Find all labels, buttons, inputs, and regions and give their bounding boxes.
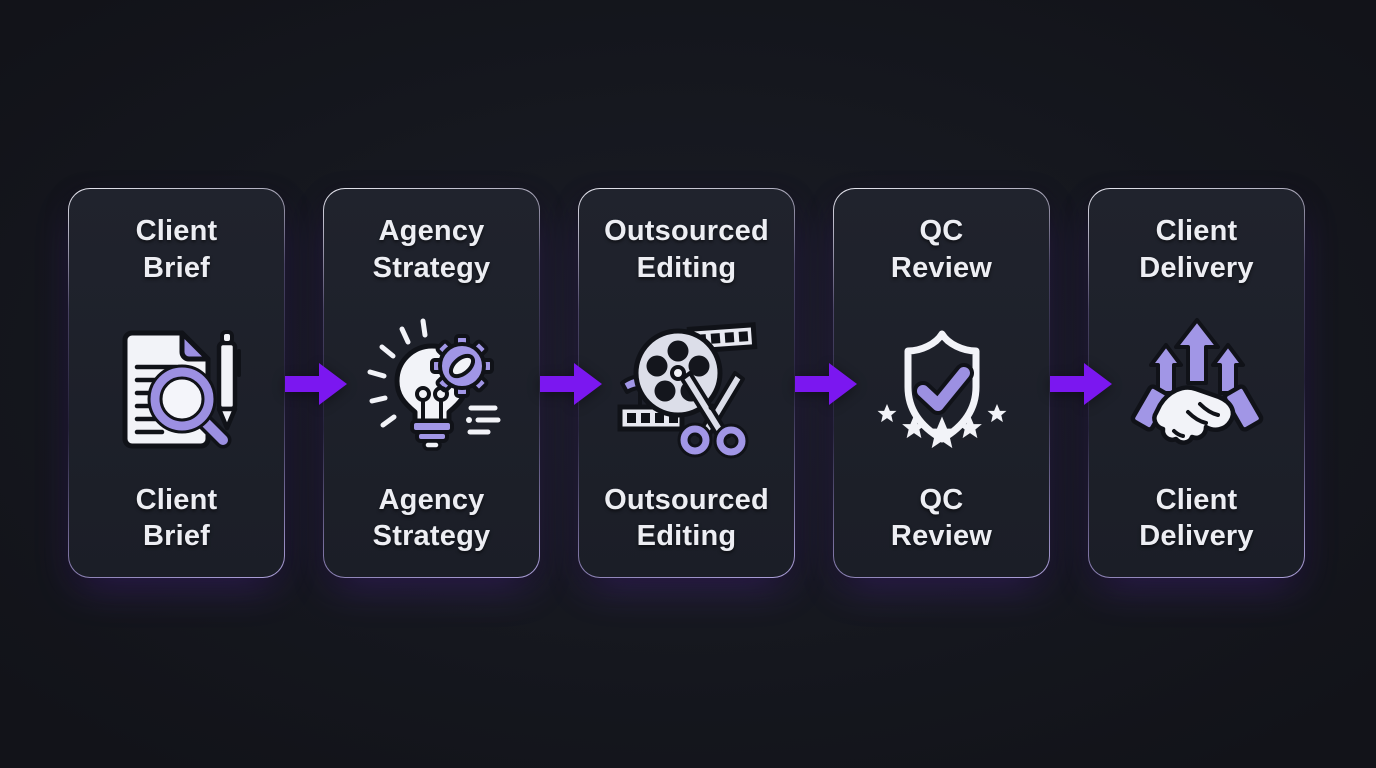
step-card-agency-strategy: Agency Strategy (323, 188, 540, 578)
step-title: Outsourced Editing (604, 215, 769, 284)
step-caption: Agency Strategy (372, 483, 491, 553)
step-card-outsourced-editing: Outsourced Editing (578, 188, 795, 578)
step-caption: Client Brief (135, 483, 218, 553)
flow-arrow-right-icon (285, 363, 347, 405)
step-title: Client Delivery (1139, 215, 1254, 284)
handshake-growth-arrows-icon (1122, 309, 1272, 459)
step-card-qc-review: QC Review QC Review (833, 188, 1050, 578)
step-title: Agency Strategy (372, 215, 491, 284)
step-caption: Outsourced Editing (604, 483, 769, 553)
workflow-diagram: Client Brief (68, 188, 1305, 578)
step-card-client-delivery: Client Delivery Client Delivery (1088, 188, 1305, 578)
step-title: QC Review (890, 215, 993, 284)
flow-arrow-right-icon (795, 363, 857, 405)
flow-arrow-right-icon (540, 363, 602, 405)
shield-checkmark-stars-icon (867, 309, 1017, 459)
flow-arrow-right-icon (1050, 363, 1112, 405)
step-caption: Client Delivery (1139, 483, 1254, 553)
lightbulb-gear-icon (357, 309, 507, 459)
step-caption: QC Review (890, 483, 993, 553)
step-title: Client Brief (135, 215, 218, 284)
film-reel-scissors-icon (612, 309, 762, 459)
step-card-client-brief: Client Brief (68, 188, 285, 578)
document-magnifier-pen-icon (102, 309, 252, 459)
